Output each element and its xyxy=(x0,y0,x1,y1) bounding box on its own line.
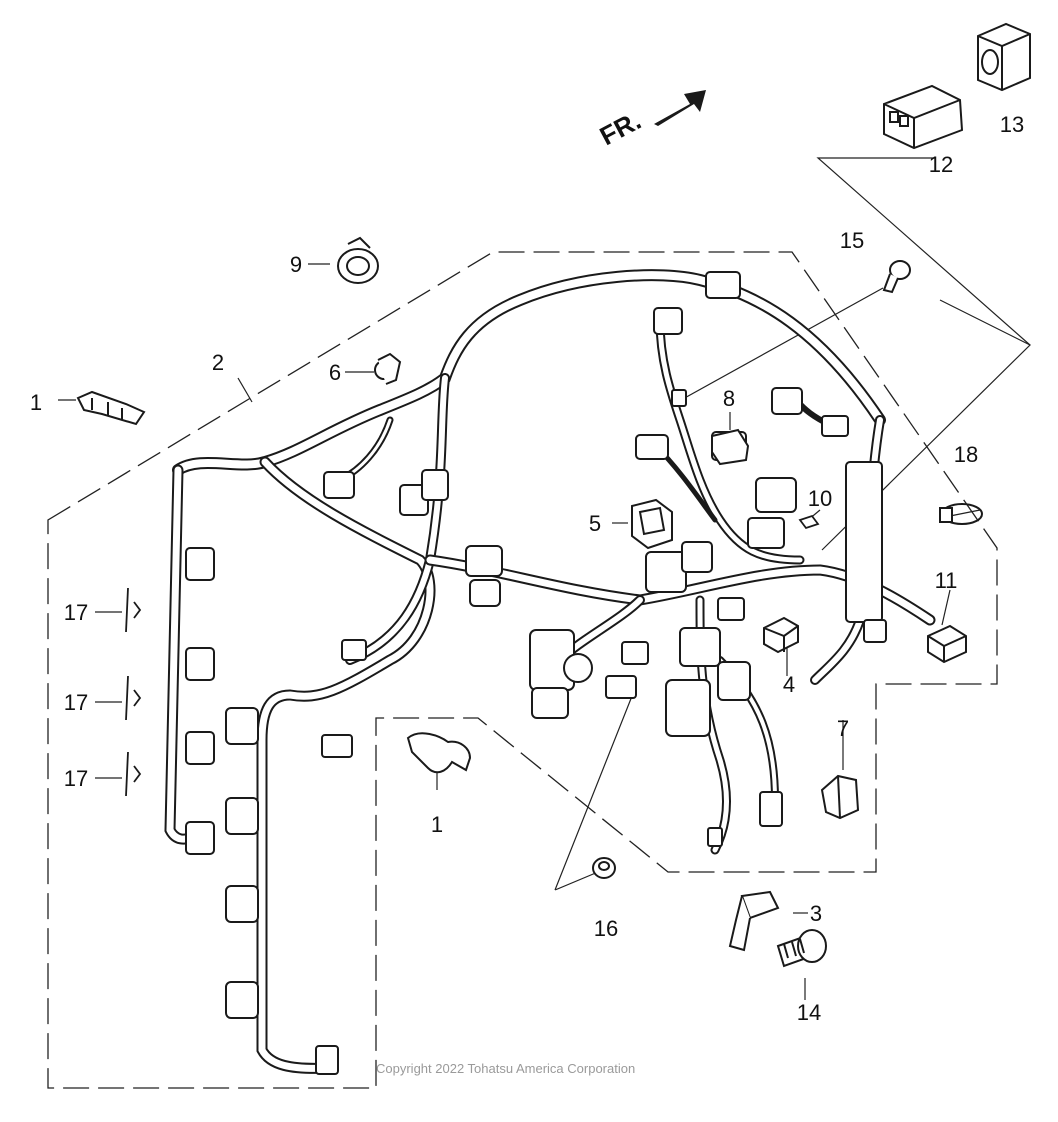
callout-5: 5 xyxy=(589,511,601,536)
part-connector-11 xyxy=(927,624,967,664)
callout-13: 13 xyxy=(1000,112,1024,137)
part-connector-8 xyxy=(711,428,750,466)
part-cover-7 xyxy=(820,774,860,820)
callout-8: 8 xyxy=(723,386,735,411)
callout-17a: 17 xyxy=(64,600,88,625)
harness-connectors xyxy=(185,271,887,1075)
part-bolt-15 xyxy=(882,260,911,294)
part-connector-5 xyxy=(631,498,673,550)
callout-3: 3 xyxy=(810,901,822,926)
part-connector-12 xyxy=(883,84,964,150)
part-band-18 xyxy=(939,503,983,525)
callout-18: 18 xyxy=(954,442,978,467)
part-clip-1b xyxy=(406,732,472,774)
part-clip-1 xyxy=(76,390,146,426)
callout-10: 10 xyxy=(808,486,832,511)
callout-4: 4 xyxy=(783,672,795,697)
callout-numbers: 1 1 2 3 4 5 6 7 8 9 10 11 12 13 14 15 16… xyxy=(30,112,1024,1025)
part-bracket-3 xyxy=(728,890,780,952)
part-clips-17 xyxy=(125,587,142,797)
part-bolt-14 xyxy=(776,929,827,968)
callout-2: 2 xyxy=(212,350,224,375)
part-clamp-6 xyxy=(374,352,402,385)
forward-arrow-icon: FR. xyxy=(595,90,706,151)
callout-6: 6 xyxy=(329,360,341,385)
leader-lines xyxy=(58,157,1032,1000)
copyright-notice: Copyright 2022 Tohatsu America Corporati… xyxy=(376,1061,636,1076)
assembly-boundary xyxy=(47,251,998,1089)
callout-17b: 17 xyxy=(64,690,88,715)
callout-7: 7 xyxy=(837,716,849,741)
callout-14: 14 xyxy=(797,1000,821,1025)
part-grommet-16 xyxy=(592,857,616,879)
part-terminal-10 xyxy=(798,514,820,530)
callout-1: 1 xyxy=(30,390,42,415)
part-cap-13 xyxy=(977,22,1031,92)
callout-15: 15 xyxy=(840,228,864,253)
part-clamp-9 xyxy=(337,236,379,284)
callout-1b: 1 xyxy=(431,812,443,837)
callout-11: 11 xyxy=(935,568,958,593)
callout-9: 9 xyxy=(290,252,302,277)
part-connector-4 xyxy=(763,616,799,654)
callout-16: 16 xyxy=(594,916,618,941)
forward-direction-label: FR. xyxy=(595,105,646,151)
callout-17c: 17 xyxy=(64,766,88,791)
callout-12: 12 xyxy=(929,152,953,177)
